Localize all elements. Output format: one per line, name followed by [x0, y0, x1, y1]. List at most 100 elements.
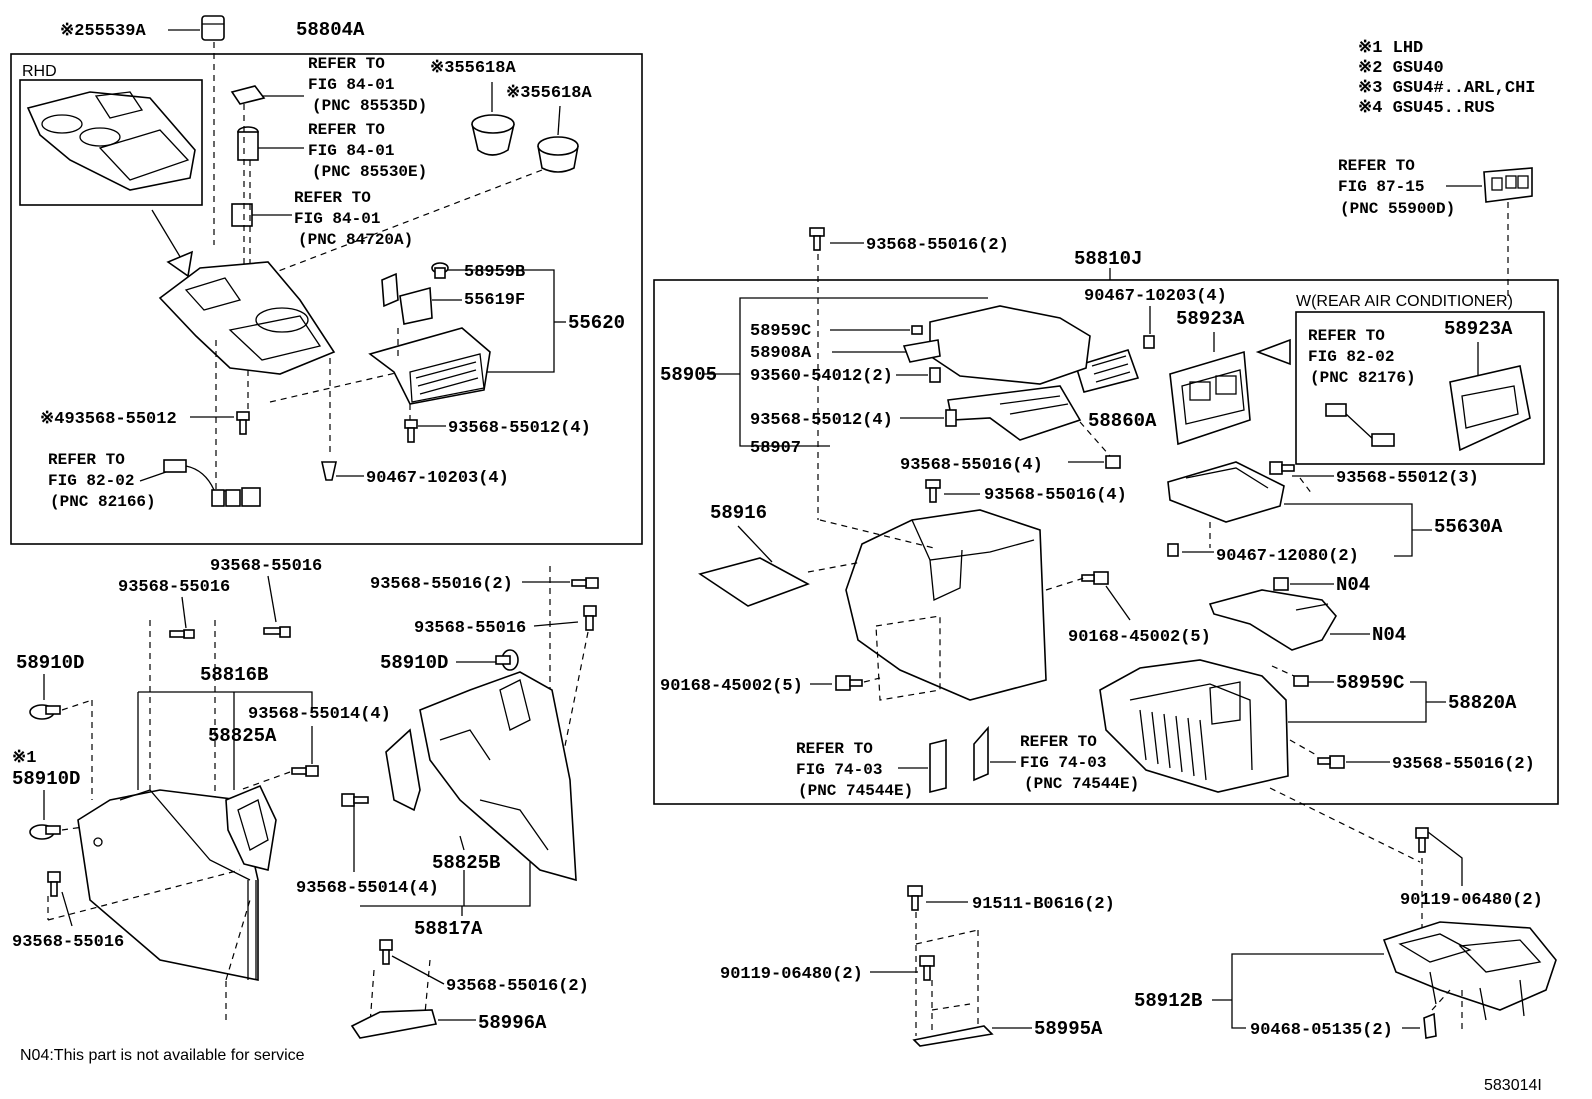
label-90467-12080-2: 90467-12080(2): [1216, 547, 1359, 566]
screw-ll-5: [291, 765, 319, 777]
clip-N04: [1273, 577, 1289, 591]
screw-br-06480-a: [1415, 827, 1429, 853]
harness-82176: [1325, 403, 1395, 447]
screw-93568-55012-b: [404, 419, 418, 443]
hinge-58908A: [902, 325, 941, 383]
label-55618A-1: ※355618A: [430, 59, 516, 78]
label-93568-55016-2b-r: 93568-55016(2): [1392, 755, 1535, 774]
label-93568-55016-4b: 93568-55016(4): [984, 486, 1127, 505]
label-93568-55016-2: 93568-55016(2): [370, 575, 513, 594]
ref-right-line1: REFER TO: [1020, 733, 1097, 751]
ref1-line2: FIG 84-01: [308, 76, 394, 94]
label-93568-55012-3: 93568-55012(3): [1336, 469, 1479, 488]
label-90168-45002-5a: 90168-45002(5): [1068, 628, 1211, 647]
screw-ll-2: [263, 626, 291, 638]
label-58905: 58905: [660, 364, 717, 386]
label-58959B: 58959B: [464, 263, 525, 282]
label-58907: 58907: [750, 439, 801, 458]
mat-58916: [698, 557, 810, 607]
ref-left-line1: REFER TO: [796, 740, 873, 758]
cup-holder-insert-2: [537, 136, 579, 173]
cup-holder-insert-1: [471, 114, 515, 156]
arrow-head: [166, 250, 194, 278]
label-93568-55016-2b: 93568-55016(2): [446, 977, 589, 996]
label-55630A: 55630A: [1434, 516, 1503, 538]
badge-74544E-a: [929, 738, 947, 794]
screw-r-top: [809, 227, 825, 251]
clip-90467-10203-r: [1143, 335, 1155, 349]
storage-box-58820A: [1099, 659, 1289, 793]
label-58959C-b: 58959C: [1336, 672, 1404, 694]
side-panel-58816B: [77, 789, 259, 981]
label-55618A-2: ※355618A: [506, 84, 592, 103]
ref-top-line3: (PNC 55900D): [1340, 200, 1455, 218]
screw-r-55016-b: [925, 479, 941, 503]
label-90468-05135-2: 90468-05135(2): [1250, 1021, 1393, 1040]
ref-ac-line2: FIG 82-02: [1308, 348, 1394, 366]
ref3-line1: REFER TO: [294, 189, 371, 207]
label-90467-10203-4-r: 90467-10203(4): [1084, 287, 1227, 306]
clip-58910D-a: [29, 704, 61, 720]
label-90119-06480-2a: 90119-06480(2): [1400, 891, 1543, 910]
clip-90468-05135: [1423, 1012, 1437, 1039]
lhd-mark: ※1: [12, 749, 36, 768]
screw-ll-3: [571, 577, 599, 589]
rhd-label: RHD: [22, 63, 57, 80]
label-58916: 58916: [710, 502, 767, 524]
ref-right-line3: (PNC 74544E): [1024, 775, 1139, 793]
ref1-line1: REFER TO: [308, 55, 385, 73]
clip-58860A: [1075, 349, 1140, 393]
panel-58923A-ac: [1449, 365, 1531, 452]
label-90168-45002-5b: 90168-45002(5): [660, 677, 803, 696]
label-58959C: 58959C: [750, 322, 811, 341]
switch-55539A: [201, 15, 225, 41]
label-58910D-b: 58910D: [380, 652, 448, 674]
label-93568-55016-4a: 93568-55016(4): [900, 456, 1043, 475]
ref3-line2: FIG 84-01: [294, 210, 380, 228]
screw-br-06480-b: [919, 955, 935, 981]
screw-93568-55012-a: [236, 411, 250, 435]
label-58995A: 58995A: [1034, 1018, 1103, 1040]
ref3-line3: (PNC 84720A): [298, 231, 413, 249]
ref-right-line2: FIG 74-03: [1020, 754, 1106, 772]
upper-left-group-frame: [10, 53, 643, 545]
part-85535D: [230, 85, 266, 105]
bracket-58825A: [225, 784, 277, 871]
panel-58923A: [1169, 350, 1251, 446]
label-93568-55016-c: 93568-55016: [414, 619, 526, 638]
plate-58996A: [350, 1009, 438, 1039]
right-group-frame: [653, 279, 1559, 805]
console-panel-58912B: [1382, 921, 1557, 1021]
label-91511-B0616-2: 91511-B0616(2): [972, 895, 1115, 914]
label-58817A: 58817A: [414, 918, 483, 940]
ref-ac-line3: (PNC 82176): [1310, 369, 1416, 387]
screw-r-55012-3: [1269, 461, 1295, 475]
screw-ll-4: [583, 605, 597, 631]
badge-74544E-b: [973, 725, 989, 782]
ref4-line2: FIG 82-02: [48, 472, 134, 490]
label-90119-06480-2b: 90119-06480(2): [720, 965, 863, 984]
ash-tray-55620: [368, 327, 491, 405]
screw-ll-7: [341, 793, 369, 807]
console-upper-panel: [158, 261, 336, 375]
label-93568-55016-d: 93568-55016: [12, 933, 124, 952]
ref-top-line2: FIG 87-15: [1338, 178, 1424, 196]
plate-58995A: [912, 1025, 994, 1047]
note-3: ※3 GSU4#..ARL,CHI: [1358, 79, 1535, 98]
harness-82166: [163, 459, 261, 507]
label-93568-55016-b: 93568-55016: [118, 578, 230, 597]
screw-r-55016-c: [1317, 755, 1345, 769]
screw-br-b0616: [907, 885, 923, 911]
screw-ll-1: [169, 629, 195, 639]
label-58825A: 58825A: [208, 725, 277, 747]
armrest-lid-58905: [929, 305, 1091, 385]
label-90467-10203-4: 90467-10203(4): [366, 469, 509, 488]
tray-55630A: [1167, 461, 1285, 523]
label-N04-b: N04: [1372, 624, 1406, 646]
label-93560-54012-2: 93560-54012(2): [750, 367, 893, 386]
label-93568-55014-4b: 93568-55014(4): [296, 879, 439, 898]
ref-left-line3: (PNC 74544E): [798, 782, 913, 800]
label-58923A-2: 58923A: [1444, 318, 1513, 340]
rhd-console-panel: [26, 91, 196, 191]
